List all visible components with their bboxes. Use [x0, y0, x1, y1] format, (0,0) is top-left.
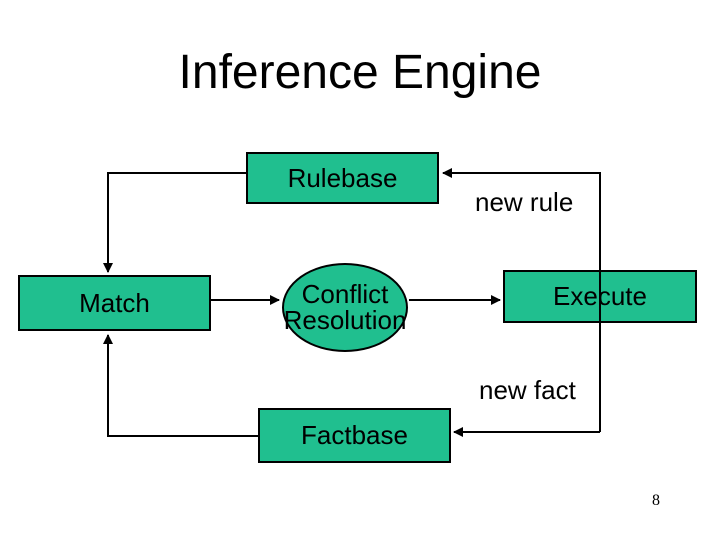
node-match-label: Match — [79, 287, 150, 318]
node-factbase: Factbase — [258, 408, 451, 463]
slide-page-number: 8 — [652, 492, 660, 509]
node-rulebase-label: Rulebase — [287, 162, 398, 193]
node-execute: Execute — [503, 270, 697, 323]
node-conflict-resolution-label: Conflict Resolution — [283, 279, 407, 335]
edge-label-new-fact: new fact — [479, 375, 576, 405]
slide-title: Inference Engine — [178, 46, 542, 99]
node-conflict-resolution: Conflict Resolution — [282, 263, 408, 352]
edge-label-new-rule: new rule — [475, 187, 574, 217]
arrow-rulebase-to-match — [103, 172, 246, 273]
arrow-factbase-to-match — [103, 334, 258, 437]
node-execute-label: Execute — [553, 281, 647, 311]
node-match: Match — [18, 275, 211, 331]
node-rulebase: Rulebase — [246, 152, 439, 204]
node-factbase-label: Factbase — [301, 420, 408, 450]
